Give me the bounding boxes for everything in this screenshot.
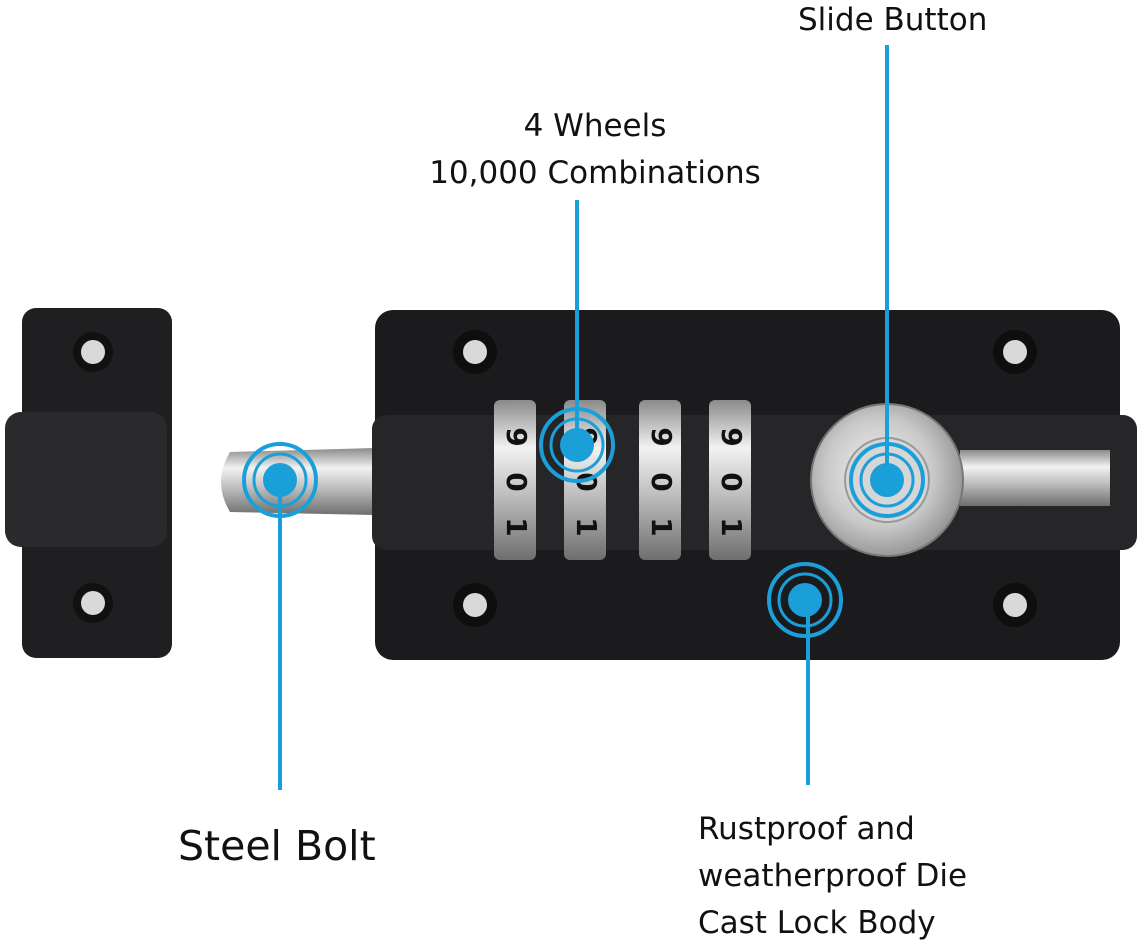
lock-body-label: Rustproof and weatherproof Die Cast Lock… [698, 806, 967, 947]
lock-body-label-line1: Rustproof and [698, 811, 915, 847]
lock-body-label-line3: Cast Lock Body [698, 905, 936, 941]
wheel-digit: 1 [570, 517, 603, 536]
lock-body-target-marker [767, 562, 843, 638]
wheels-label: 4 Wheels 10,000 Combinations [390, 103, 800, 197]
wheel-4: 9 0 1 [709, 400, 751, 560]
wheel-digit: 0 [715, 472, 748, 491]
steel-bolt-target-marker [242, 442, 318, 518]
wheel-digit: 1 [500, 517, 533, 536]
wheel-digit: 1 [715, 517, 748, 536]
wheels-target-marker [539, 407, 615, 483]
wheel-digit: 0 [645, 472, 678, 491]
wheel-digit: 9 [715, 427, 748, 446]
lock-body-label-line2: weatherproof Die [698, 858, 968, 894]
slide-button-label: Slide Button [798, 2, 988, 38]
lock-body [372, 310, 1137, 660]
steel-bolt-label: Steel Bolt [178, 822, 376, 870]
keeper-plate [5, 308, 172, 658]
wheel-digit: 9 [645, 427, 678, 446]
wheel-1: 9 0 1 [494, 400, 536, 560]
slide-button-target-marker [849, 442, 925, 518]
wheel-digit: 0 [500, 472, 533, 491]
wheel-digit: 1 [645, 517, 678, 536]
wheel-3: 9 0 1 [639, 400, 681, 560]
wheel-digit: 9 [500, 427, 533, 446]
combination-wheels: 901901901901 [494, 400, 751, 560]
wheels-label-line1: 4 Wheels [523, 108, 667, 144]
wheels-label-line2: 10,000 Combinations [429, 155, 761, 191]
slide-slot [960, 450, 1110, 506]
